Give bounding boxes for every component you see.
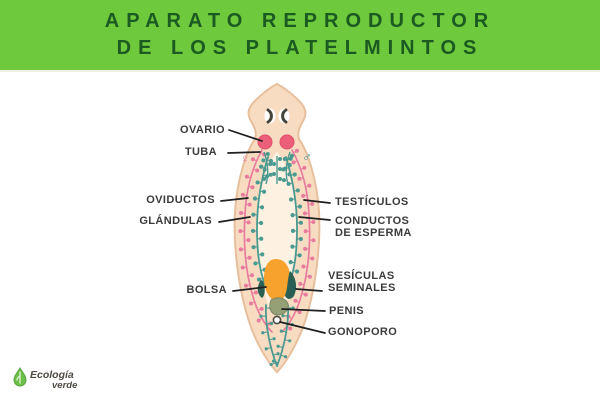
ecologiaverde-logo: Ecología verde xyxy=(13,367,78,391)
eyes xyxy=(264,108,290,124)
logo-text-ecologia: Ecología xyxy=(30,369,74,381)
label-bolsa: BOLSA xyxy=(186,284,227,296)
header-banner: APARATO REPRODUCTOR DE LOS PLATELMINTOS xyxy=(0,0,600,72)
label-testiculos: TESTÍCULOS xyxy=(335,196,409,208)
gonopore-shape xyxy=(272,315,282,325)
label-conductos-de-esperma: CONDUCTOS DE ESPERMA xyxy=(335,215,412,239)
label-conductos-line2: DE ESPERMA xyxy=(335,227,412,239)
label-tuba: TUBA xyxy=(184,146,217,158)
page-title-line2: DE LOS PLATELMINTOS xyxy=(116,37,484,59)
seminal-vesicles xyxy=(257,271,297,299)
leaf-vein-icon xyxy=(16,371,21,384)
ovaries xyxy=(257,134,295,150)
label-vesiculas-line2: SEMINALES xyxy=(328,282,396,294)
label-penis: PENIS xyxy=(329,305,365,317)
female-symbol-icon: ♀ xyxy=(240,151,250,166)
leader-lines xyxy=(218,129,331,334)
logo-text-verde: verde xyxy=(52,380,78,391)
label-oviductos: OVIDUCTOS xyxy=(146,194,215,206)
male-symbol-icon: ♂ xyxy=(302,149,312,164)
label-vesiculas-line1: VESÍCULAS xyxy=(328,270,395,282)
label-glandulas: GLÁNDULAS xyxy=(139,215,212,227)
label-conductos-line1: CONDUCTOS xyxy=(335,215,410,227)
bolsa-shape xyxy=(264,259,291,302)
female-tracts xyxy=(238,148,316,333)
label-gonoporo: GONOPORO xyxy=(328,326,398,338)
label-vesiculas-seminales: VESÍCULAS SEMINALES xyxy=(328,270,396,294)
page-title-line1: APARATO REPRODUCTOR xyxy=(104,10,496,32)
label-ovario: OVARIO xyxy=(180,124,225,136)
penis-shape xyxy=(269,297,289,316)
